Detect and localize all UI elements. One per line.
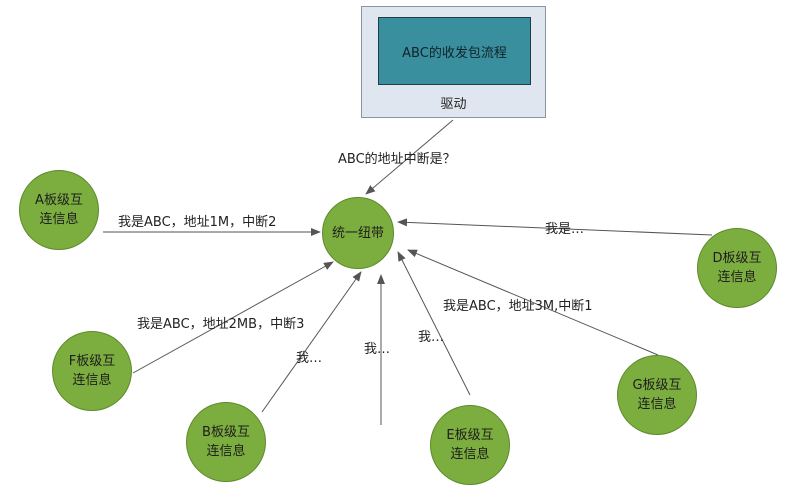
process-box: ABC的收发包流程 bbox=[378, 17, 531, 85]
label-driver-query: ABC的地址中断是？ bbox=[338, 152, 456, 167]
node-g: G板级互连信息 bbox=[617, 355, 697, 435]
arrow-g-to-hub bbox=[407, 249, 659, 356]
node-f: F板级互连信息 bbox=[52, 331, 132, 411]
node-d: D板级互连信息 bbox=[697, 228, 777, 308]
arrow-f-to-hub bbox=[132, 261, 334, 374]
label-edge-a: 我是ABC，地址1M，中断2 bbox=[118, 215, 277, 230]
label-edge-d: 我是… bbox=[545, 222, 585, 237]
label-edge-e: 我… bbox=[418, 330, 445, 345]
node-e-label: E板级互连信息 bbox=[446, 428, 494, 462]
node-e: E板级互连信息 bbox=[430, 405, 510, 485]
node-b-label: B板级互连信息 bbox=[202, 425, 250, 459]
driver-box: ABC的收发包流程 驱动 bbox=[361, 6, 546, 118]
arrow-driver-to-hub bbox=[365, 119, 454, 195]
node-g-label: G板级互连信息 bbox=[632, 378, 682, 412]
label-edge-g: 我是ABC，地址3M,中断1 bbox=[443, 299, 593, 314]
node-a-label: A板级互连信息 bbox=[35, 193, 83, 227]
arrow-e-to-hub bbox=[397, 251, 471, 396]
hub-node: 统一纽带 bbox=[322, 197, 394, 269]
label-edge-center: 我… bbox=[364, 342, 391, 357]
node-a: A板级互连信息 bbox=[19, 170, 99, 250]
arrow-b-to-hub bbox=[261, 271, 362, 413]
node-d-label: D板级互连信息 bbox=[712, 251, 762, 285]
node-b: B板级互连信息 bbox=[186, 402, 266, 482]
label-edge-b: 我… bbox=[296, 351, 323, 366]
label-edge-f: 我是ABC，地址2MB，中断3 bbox=[137, 317, 305, 332]
hub-label: 统一纽带 bbox=[331, 225, 384, 241]
node-f-label: F板级互连信息 bbox=[68, 354, 116, 388]
process-title: ABC的收发包流程 bbox=[402, 45, 507, 61]
arrow-d-to-hub bbox=[397, 218, 713, 236]
driver-label: 驱动 bbox=[440, 97, 467, 112]
